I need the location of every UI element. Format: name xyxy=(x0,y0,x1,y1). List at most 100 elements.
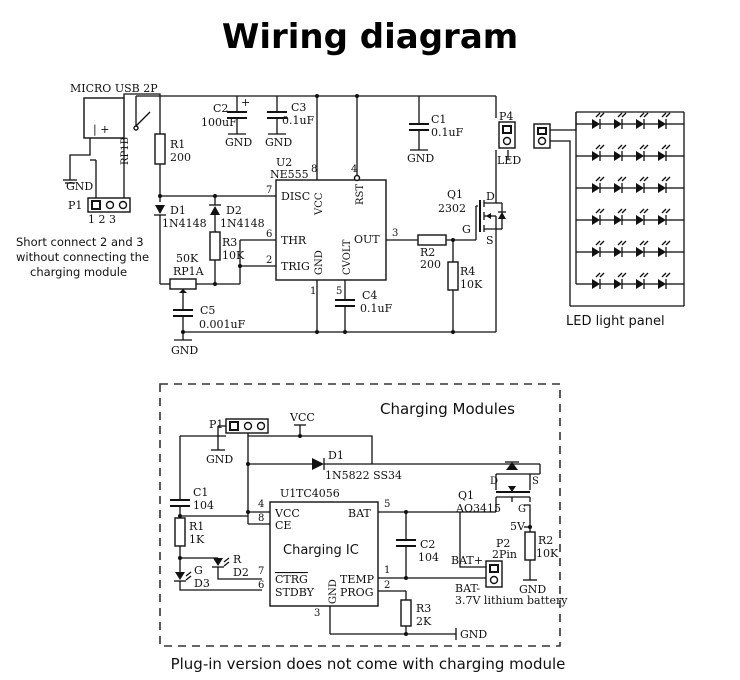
cm-r1-value: 1K xyxy=(189,533,205,546)
r4-name: R4 xyxy=(460,265,475,278)
cm-d3-led xyxy=(175,572,185,580)
led-diode xyxy=(658,279,666,289)
cm-pin-temp: TEMP xyxy=(340,573,375,586)
charging-module-heading: Charging Modules xyxy=(380,400,515,418)
led-diode xyxy=(636,215,644,225)
led-panel-label: LED light panel xyxy=(566,314,665,329)
cm-d2-r-label: R xyxy=(233,553,242,566)
d1-name: D1 xyxy=(170,204,186,217)
pin-num-3: 3 xyxy=(392,228,398,239)
cm-battery-label: 3.7V lithium battery xyxy=(455,594,568,607)
cm-c2-value: 104 xyxy=(418,551,439,564)
cm-pin-num-5: 5 xyxy=(384,499,390,510)
r1-name: R1 xyxy=(170,138,185,151)
led-diode xyxy=(614,119,622,129)
usb-pin-label: | + xyxy=(93,123,109,137)
c5-gnd-label: GND xyxy=(171,344,198,357)
cm-c1-name: C1 xyxy=(193,486,208,499)
cm-d2-label: D2 xyxy=(233,566,249,579)
rp1a-name: RP1A xyxy=(173,265,205,278)
cm-d3-g-label: G xyxy=(194,564,203,577)
cm-c1-value: 104 xyxy=(193,499,214,512)
cm-r3-name: R3 xyxy=(416,602,431,615)
c3-value: 0.1uF xyxy=(282,114,315,127)
cm-vcc-label: VCC xyxy=(289,411,315,424)
led-diode xyxy=(658,151,666,161)
cm-pin-stdby: STDBY xyxy=(275,586,315,599)
ne555-chip xyxy=(275,179,387,281)
cm-r2-value: 10K xyxy=(536,547,559,560)
led-diode xyxy=(636,119,644,129)
led-diode xyxy=(658,247,666,257)
usb-gnd-label: GND xyxy=(66,180,93,193)
pin-trig: TRIG xyxy=(281,260,310,273)
u2-name: U2 xyxy=(276,156,292,169)
short-connect-note-2: without connecting the xyxy=(16,250,149,264)
c1-value: 0.1uF xyxy=(431,126,464,139)
cm-d1-value: 1N5822 SS34 xyxy=(325,469,402,482)
cm-d3-label: D3 xyxy=(194,577,210,590)
charging-ic xyxy=(269,501,379,607)
cm-p2-name: P2 xyxy=(496,537,510,550)
q1-pin-d: D xyxy=(486,190,495,203)
cm-u1-value: TC4056 xyxy=(296,487,340,500)
r1-value: 200 xyxy=(170,151,191,164)
cm-r1-resistor xyxy=(174,517,186,547)
pin-thr: THR xyxy=(281,234,307,247)
led-diode xyxy=(614,279,622,289)
svg-text:+: + xyxy=(241,96,250,109)
pin-cvolt: CVOLT xyxy=(342,239,353,275)
cm-pin-vcc: VCC xyxy=(274,507,300,520)
page-title: Wiring diagram xyxy=(222,17,518,57)
cm-q1-value: AO3415 xyxy=(455,502,501,515)
micro-usb-connector xyxy=(83,97,125,139)
d1-value: 1N4148 xyxy=(162,217,207,230)
d1-diode xyxy=(155,205,165,214)
c2-name: C2 xyxy=(213,102,228,115)
led-diode xyxy=(592,183,600,193)
cm-r1-name: R1 xyxy=(189,520,204,533)
p4-led-label: LED xyxy=(497,154,521,167)
short-connect-note-3: charging module xyxy=(30,265,127,279)
cm-pin-ctrg: CTRG xyxy=(275,573,308,586)
led-diode xyxy=(636,151,644,161)
led-diode xyxy=(658,215,666,225)
pin-vcc: VCC xyxy=(314,192,325,216)
cm-u1-name: U1 xyxy=(280,487,296,500)
d2-value: 1N4148 xyxy=(220,217,265,230)
p1-pins-label: 1 2 3 xyxy=(88,213,116,226)
led-diode xyxy=(614,151,622,161)
cm-r2-gnd-label: GND xyxy=(519,583,546,596)
p4-name: P4 xyxy=(499,110,513,123)
led-diode xyxy=(658,183,666,193)
rp1b-label: RP1B xyxy=(120,137,131,165)
led-diode xyxy=(636,247,644,257)
cm-c2-name: C2 xyxy=(420,538,435,551)
usb-gnd-wire xyxy=(69,138,91,180)
rp1a-value: 50K xyxy=(176,252,199,265)
cm-pin-num-4: 4 xyxy=(258,499,264,510)
r3-name: R3 xyxy=(222,236,237,249)
pin-num-1: 1 xyxy=(310,286,316,297)
r2-resistor xyxy=(417,234,447,246)
r4-value: 10K xyxy=(460,278,483,291)
u2-value: NE555 xyxy=(270,168,309,181)
short-connect-note-1: Short connect 2 and 3 xyxy=(16,235,144,249)
q1-value: 2302 xyxy=(438,202,466,215)
c3-gnd-label: GND xyxy=(265,136,292,149)
led-diode xyxy=(592,247,600,257)
cm-pin-bat: BAT xyxy=(348,507,371,520)
cm-pin-ce: CE xyxy=(275,519,291,532)
led-diode xyxy=(592,119,600,129)
r3-resistor xyxy=(209,231,221,261)
cm-r3-value: 2K xyxy=(416,615,432,628)
pin-gnd: GND xyxy=(314,250,325,275)
q1-name: Q1 xyxy=(447,188,463,201)
pin-rst: RST xyxy=(355,184,366,205)
charging-ic-label: Charging IC xyxy=(283,543,359,558)
pin-num-6: 6 xyxy=(266,229,272,240)
usb-plus-wire xyxy=(123,93,161,98)
cm-r2-resistor xyxy=(524,531,536,561)
cm-pin-gnd: GND xyxy=(328,579,339,604)
